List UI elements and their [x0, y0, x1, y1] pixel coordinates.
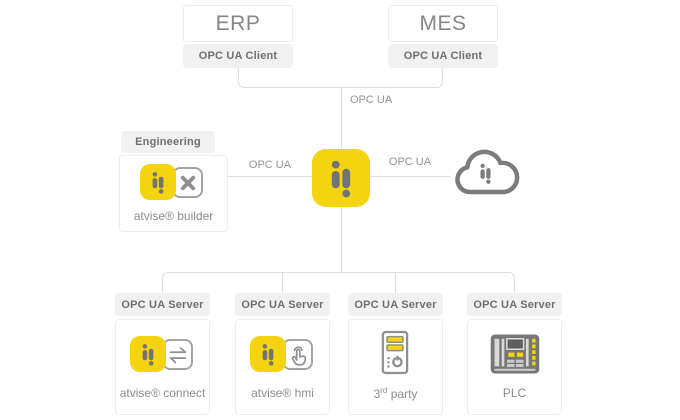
connector-top — [238, 68, 443, 88]
connector-bottom-stem — [341, 207, 342, 272]
atvise-logo-icon — [149, 171, 167, 194]
touch-gesture-icon — [285, 342, 311, 368]
link-label-right: OPC UA — [388, 156, 432, 168]
atvise-logo-icon — [326, 159, 356, 198]
transfer-arrows-tile — [162, 339, 193, 370]
atvise-hub-node — [312, 149, 370, 207]
third-party-label-sup: rd — [380, 386, 388, 395]
atvise-logo-icon — [139, 343, 157, 366]
cloud-icon — [455, 149, 520, 195]
third-party-label-post: party — [387, 387, 418, 401]
transfer-arrows-icon — [165, 342, 191, 368]
crossed-tools-tile — [172, 167, 203, 198]
third-party-label-pre: 3 — [373, 387, 381, 401]
server-badge-hmi: OPC UA Server — [235, 293, 330, 316]
server-badge-connect: OPC UA Server — [115, 293, 210, 316]
crossed-tools-icon — [175, 170, 201, 196]
plc-label: PLC — [502, 386, 527, 400]
connector-bottom — [162, 272, 515, 293]
erp-node: ERP — [183, 5, 293, 42]
engineering-badge: Engineering — [121, 131, 215, 153]
plc-rack-icon — [490, 334, 540, 374]
atvise-logo-icon — [259, 343, 277, 366]
server-tower-icon — [381, 330, 409, 375]
connector-top-stem — [341, 88, 342, 149]
atvise-logo-tile-connect — [130, 336, 166, 372]
hmi-label: atvise® hmi — [251, 386, 314, 400]
link-label-left: OPC UA — [248, 159, 292, 171]
erp-title: ERP — [215, 11, 261, 35]
erp-opc-ua-client-badge: OPC UA Client — [183, 44, 293, 68]
server-badge-3rd-party: OPC UA Server — [348, 293, 443, 316]
atvise-logo-tile-builder — [140, 164, 176, 200]
mes-node: MES — [388, 5, 498, 42]
touch-gesture-tile — [282, 339, 313, 370]
connector-bottom-drop-2 — [282, 272, 283, 293]
mes-title: MES — [419, 11, 467, 35]
connector-left — [228, 176, 312, 177]
atvise-logo-tile-hmi — [250, 336, 286, 372]
link-label-top: OPC UA — [350, 94, 393, 106]
third-party-label: 3rd party — [348, 386, 443, 401]
connect-label: atvise® connect — [119, 386, 206, 400]
server-badge-plc: OPC UA Server — [467, 293, 562, 316]
mes-opc-ua-client-badge: OPC UA Client — [388, 44, 498, 68]
builder-label: atvise® builder — [133, 209, 214, 223]
connector-bottom-drop-3 — [395, 272, 396, 293]
connector-right — [370, 176, 450, 177]
